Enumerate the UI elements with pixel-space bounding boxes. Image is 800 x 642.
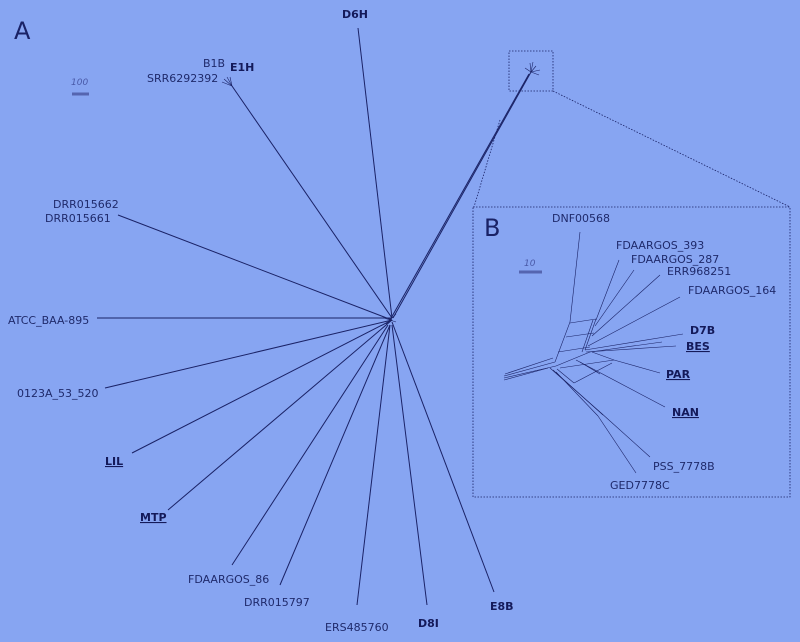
label-fdaargos-393: FDAARGOS_393 xyxy=(616,239,704,252)
scale-bar-a-label: 100 xyxy=(71,78,88,88)
panel-a-letter: A xyxy=(14,17,31,45)
label-fdaargos-164: FDAARGOS_164 xyxy=(688,284,776,297)
panel-b-box xyxy=(472,206,791,498)
panel-b-letter: B xyxy=(484,214,500,242)
scale-bar-b-label: 10 xyxy=(524,259,536,269)
panel-b-edges xyxy=(503,231,684,474)
label-d8i: D8I xyxy=(418,617,439,630)
label-drr015797: DRR015797 xyxy=(244,596,310,609)
label-par: PAR xyxy=(666,368,691,381)
label-nan: NAN xyxy=(672,406,699,419)
label-d6h: D6H xyxy=(342,8,368,21)
label-srr6292392: SRR6292392 xyxy=(147,72,218,85)
label-drr015661: DRR015661 xyxy=(45,212,111,225)
label-e8b: E8B xyxy=(490,600,514,613)
label-d7b: D7B xyxy=(690,324,715,337)
label-ers485760: ERS485760 xyxy=(325,621,389,634)
label-drr015662: DRR015662 xyxy=(53,198,119,211)
label-b1b: B1B xyxy=(203,57,225,70)
label-0123a-53-520: 0123A_53_520 xyxy=(17,387,99,400)
label-mtp: MTP xyxy=(140,511,167,524)
label-atcc-baa-895: ATCC_BAA-895 xyxy=(8,314,89,327)
label-err968251: ERR968251 xyxy=(667,265,731,278)
label-dnf00568: DNF00568 xyxy=(552,212,610,225)
label-ged7778c: GED7778C xyxy=(610,479,670,492)
panel-a-edges xyxy=(97,27,541,606)
label-lil: LIL xyxy=(105,455,123,468)
label-fdaargos-86: FDAARGOS_86 xyxy=(188,573,269,586)
label-pss-7778b: PSS_7778B xyxy=(653,460,715,473)
label-bes: BES xyxy=(686,340,710,353)
label-fdaargos-287: FDAARGOS_287 xyxy=(631,253,719,266)
label-e1h: E1H xyxy=(230,61,254,74)
zoom-region-box xyxy=(508,50,554,92)
